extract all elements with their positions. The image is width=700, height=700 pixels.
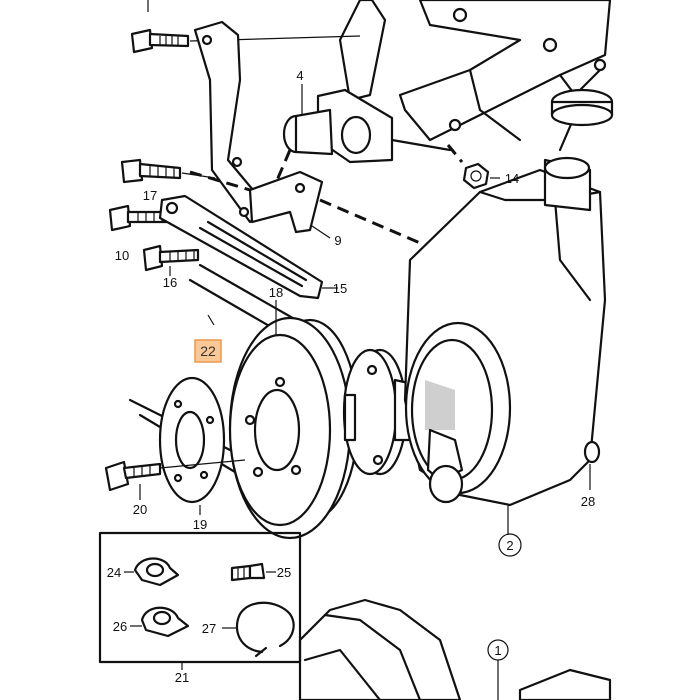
pump-body-2 — [403, 168, 607, 535]
callout-4: 4 — [296, 68, 303, 83]
callout-28: 28 — [581, 494, 595, 509]
callout-17: 17 — [143, 188, 157, 203]
callout-9: 9 — [334, 233, 341, 248]
callout-22: 22 — [200, 343, 216, 359]
hardware-kit-box-21 — [98, 531, 302, 670]
callout-26: 26 — [113, 619, 127, 634]
callout-19: 19 — [193, 517, 207, 532]
nut-14 — [462, 162, 500, 190]
callout-16: 16 — [163, 275, 177, 290]
snap-ring-27 — [222, 601, 295, 658]
callout-25: 25 — [277, 565, 291, 580]
top-bolt — [130, 0, 361, 54]
callout-24: 24 — [107, 565, 121, 580]
callout-27: 27 — [202, 621, 216, 636]
bolt-20 — [104, 459, 246, 500]
callout-20: 20 — [133, 502, 147, 517]
adjusting-arm — [193, 20, 270, 224]
callout-18: 18 — [269, 285, 283, 300]
callout-2: 2 — [506, 538, 513, 553]
bolt-17 — [120, 158, 216, 184]
upper-mounting-bracket — [338, 0, 612, 142]
fitting-28 — [583, 440, 601, 490]
screw-25 — [230, 562, 276, 582]
pulley-18 — [228, 300, 360, 540]
clip-24 — [124, 557, 180, 587]
callout-14: 14 — [505, 171, 519, 186]
callout-15: 15 — [333, 281, 347, 296]
circled-callout-1: 1 — [487, 639, 509, 661]
callout-1: 1 — [494, 643, 501, 658]
bolt-16 — [142, 244, 200, 276]
lower-part-1 — [298, 598, 612, 700]
bolt-10 — [108, 204, 170, 232]
pivot-shaft-4 — [282, 84, 452, 164]
slotted-strap-15 — [158, 194, 338, 300]
callout-21: 21 — [175, 670, 189, 685]
plate-19 — [158, 376, 226, 515]
bracket-9 — [238, 170, 331, 239]
callout-10: 10 — [115, 248, 129, 263]
highlight-box-22: 22 — [194, 339, 222, 363]
circled-callout-2: 2 — [498, 533, 522, 557]
clip-26 — [130, 606, 190, 638]
reservoir-cap — [543, 88, 614, 212]
